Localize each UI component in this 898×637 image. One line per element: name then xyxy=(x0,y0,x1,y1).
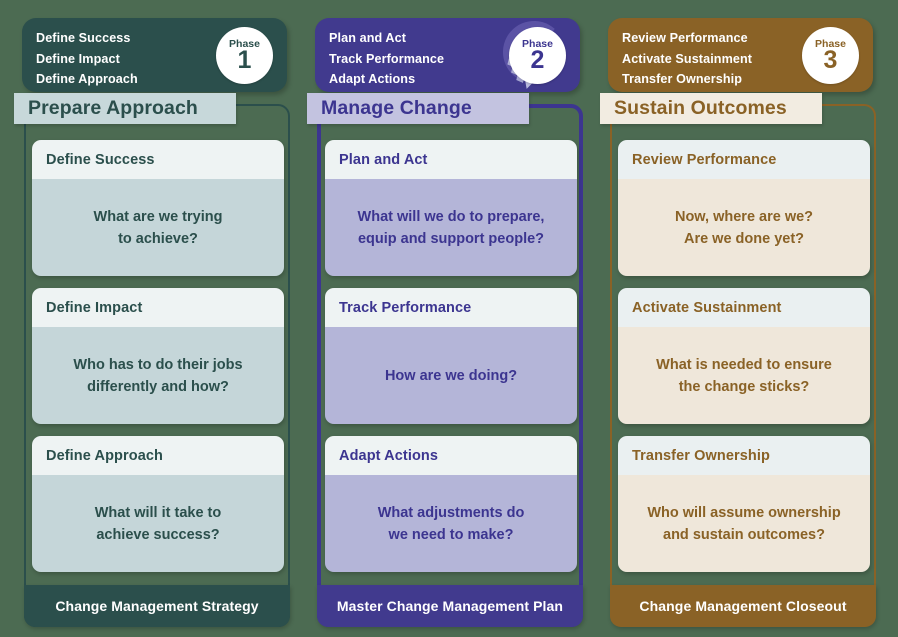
card-title: Adapt Actions xyxy=(325,436,577,475)
card-title: Plan and Act xyxy=(325,140,577,179)
phase-1-summary-item: Define Success xyxy=(36,31,131,45)
phase-badge-number: 2 xyxy=(530,46,545,74)
card-title: Define Impact xyxy=(32,288,284,327)
card-title: Define Success xyxy=(32,140,284,179)
phase-title-3: Sustain Outcomes xyxy=(600,93,822,124)
card-title: Transfer Ownership xyxy=(618,436,870,475)
card-title: Activate Sustainment xyxy=(618,288,870,327)
phase-badge-word: Phase xyxy=(815,38,846,50)
phase-footer-3: Change Management Closeout xyxy=(610,585,876,627)
phase-3-summary-item: Review Performance xyxy=(622,31,748,45)
phase-footer-1: Change Management Strategy xyxy=(24,585,290,627)
phase-1-summary-item: Define Impact xyxy=(36,51,120,66)
phase-2-summary-item: Plan and Act xyxy=(329,31,407,45)
card-question: What will we do to prepare,equip and sup… xyxy=(325,179,577,276)
phase-footer-2: Master Change Management Plan xyxy=(317,585,583,627)
card-title: Review Performance xyxy=(618,140,870,179)
phase-badge-number: 1 xyxy=(237,46,252,74)
phase-3-summary-item: Transfer Ownership xyxy=(622,72,743,86)
card-title: Define Approach xyxy=(32,436,284,475)
phase-badge-number: 3 xyxy=(823,46,838,74)
card-question: Now, where are we?Are we done yet? xyxy=(618,179,870,276)
phase-1-summary-item: Define Approach xyxy=(36,72,138,86)
phase-title-1: Prepare Approach xyxy=(14,93,236,124)
phase-2-summary-item: Track Performance xyxy=(329,51,445,66)
phase-badge-word: Phase xyxy=(229,38,260,50)
phase-3-summary-item: Activate Sustainment xyxy=(622,51,753,66)
card-question: How are we doing? xyxy=(325,327,577,424)
phase-title-2: Manage Change xyxy=(307,93,529,124)
phase-2-summary-item: Adapt Actions xyxy=(329,72,416,86)
card-title: Track Performance xyxy=(325,288,577,327)
